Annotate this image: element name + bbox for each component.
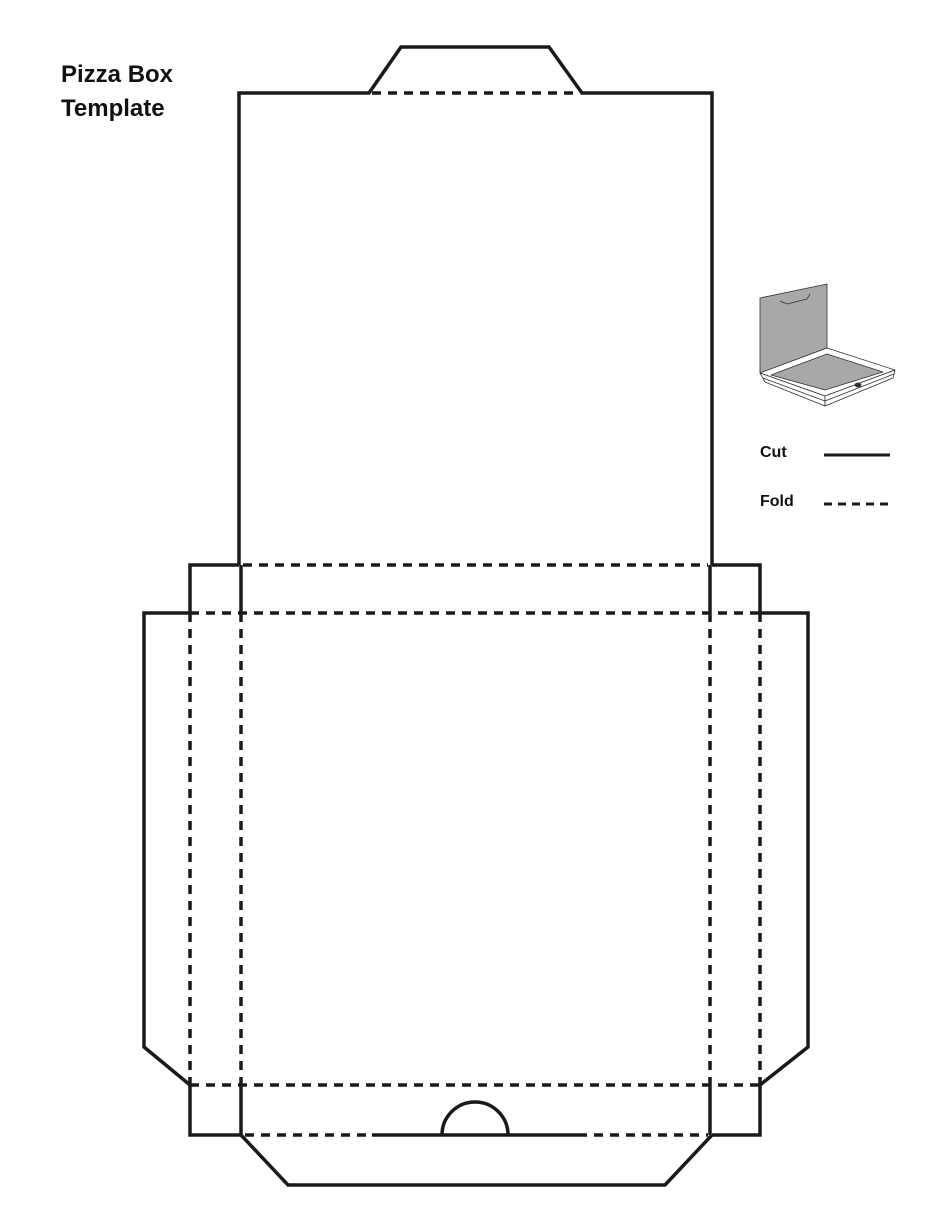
thumb-notch [440, 1100, 510, 1136]
front-tab [239, 1133, 714, 1187]
left-upper-flap [142, 563, 241, 1137]
title-line-2: Template [61, 95, 165, 122]
legend-cut: Cut [760, 443, 892, 463]
cut-lines [142, 45, 810, 1187]
dashed-line-icon [824, 502, 890, 506]
lid-outline [237, 45, 714, 565]
legend-cut-label: Cut [760, 444, 787, 461]
open-pizza-box-illustration [759, 283, 896, 407]
page-title: Pizza Box Template [61, 58, 173, 126]
legend-fold: Fold [760, 492, 892, 512]
right-upper-flap [712, 563, 810, 1137]
solid-line-icon [824, 453, 890, 457]
legend-fold-label: Fold [760, 493, 794, 510]
fold-lines [188, 91, 762, 1137]
title-line-1: Pizza Box [61, 61, 174, 88]
